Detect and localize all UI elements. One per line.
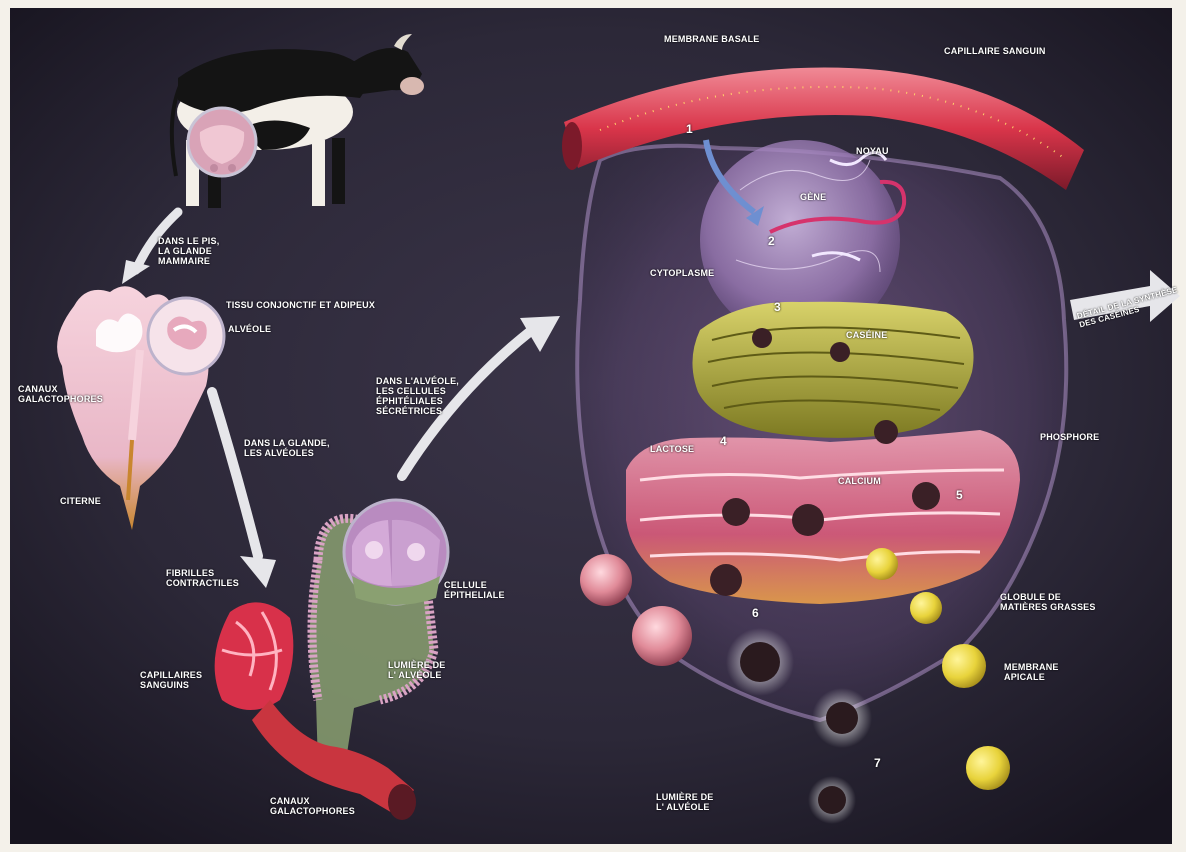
gland-note-label: DANS LA GLANDE, LES ALVÉOLES [244,438,330,458]
step-7: 7 [874,756,881,770]
caseine-label: CASÉINE [846,330,887,340]
udder-magnifier-icon [188,108,256,176]
step-5: 5 [956,488,963,502]
citerne-label: CITERNE [60,496,101,506]
cytoplasme-label: CYTOPLASME [650,268,714,278]
capillaires-label: CAPILLAIRES SANGUINS [140,670,202,690]
alveole-label: ALVÉOLE [228,324,271,334]
phosphore-label: PHOSPHORE [1040,432,1099,442]
cellule-epi-label: CELLULE ÉPITHELIALE [444,580,505,600]
noyau-label: NOYAU [856,146,889,156]
step-6: 6 [752,606,759,620]
cell-note-label: DANS L'ALVÉOLE, LES CELLULES ÉPHITÉLIALE… [376,376,459,416]
lumiere-alv-label: LUMIÈRE DE L' ALVÉOLE [388,660,446,680]
canaux-left-label: CANAUX GALACTOPHORES [18,384,103,404]
step-4: 4 [720,434,727,448]
tissu-label: TISSU CONJONCTIF ET ADIPEUX [226,300,375,310]
gene-label: GÈNE [800,192,826,202]
lumiere-bottom-label: LUMIÈRE DE L' ALVÉOLE [656,792,714,812]
canaux-bottom-label: CANAUX GALACTOPHORES [270,796,355,816]
epithelial-cell-magnifier-icon [344,500,448,605]
alveolus-magnifier-icon [148,298,224,374]
step-1: 1 [686,122,693,136]
lactose-label: LACTOSE [650,444,694,454]
golgi-apparatus-icon [692,302,973,438]
udder-note-label: DANS LE PIS, LA GLANDE MAMMAIRE [158,236,219,266]
step-2: 2 [768,234,775,248]
calcium-label: CALCIUM [838,476,881,486]
step-3: 3 [774,300,781,314]
globule-label: GLOBULE DE MATIÈRES GRASSES [1000,592,1096,612]
fibrilles-label: FIBRILLES CONTRACTILES [166,568,239,588]
membrane-basale-label: MEMBRANE BASALE [664,34,760,44]
membrane-apicale-label: MEMBRANE APICALE [1004,662,1059,682]
capillaire-sanguin-label: CAPILLAIRE SANGUIN [944,46,1046,56]
